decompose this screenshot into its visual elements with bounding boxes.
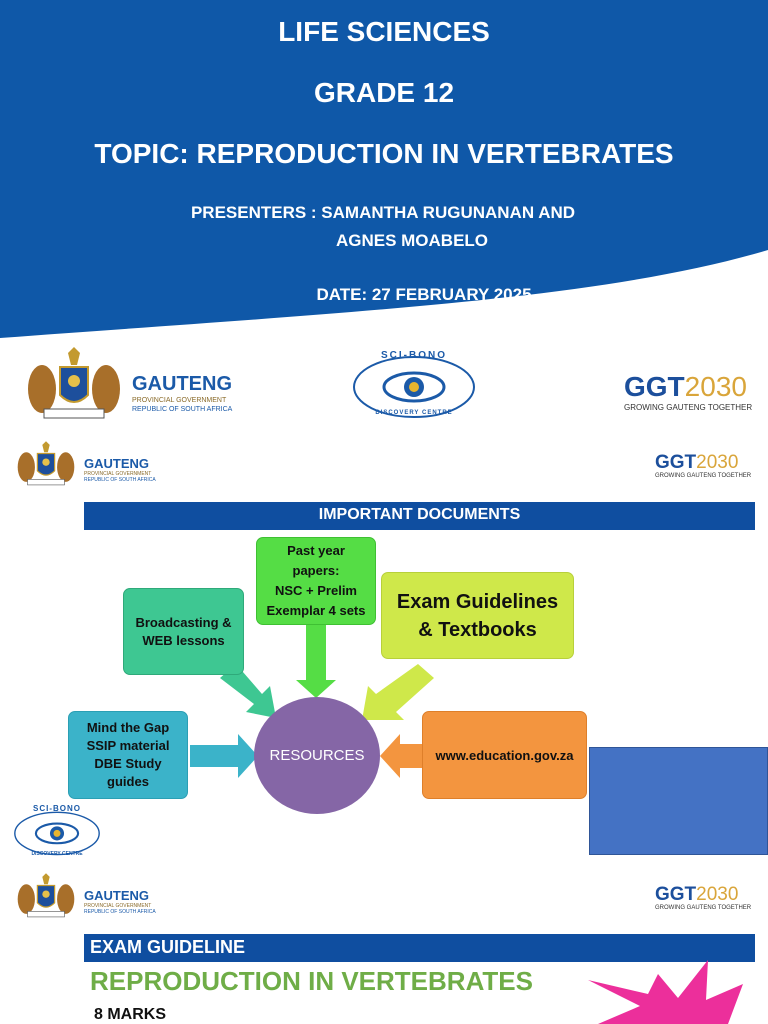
topic-title: TOPIC: REPRODUCTION IN VERTEBRATES xyxy=(94,138,674,169)
ggt2030-logo: GGT2030 GROWING GAUTENG TOGETHER xyxy=(624,372,764,418)
ggt2030-logo-small: GGT2030 GROWING GAUTENG TOGETHER xyxy=(655,885,765,917)
arrow-past-papers xyxy=(296,623,336,698)
ggt-year: 2030 xyxy=(684,371,747,402)
ggt-wordmark: GGT xyxy=(655,452,697,473)
gauteng-logo-small: GAUTENG PROVINCIAL GOVERNMENT REPUBLIC O… xyxy=(14,440,174,488)
presenters-line-2: AGNES MOABELO xyxy=(335,231,489,250)
reproduction-title: REPRODUCTION IN VERTEBRATES xyxy=(90,966,533,996)
marks-label: 8 MARKS xyxy=(94,1006,167,1023)
resources-hub: RESOURCES xyxy=(254,697,380,814)
mind-the-gap-line-2: SSIP material xyxy=(86,738,170,753)
scibono-wordmark: SCI-BONO xyxy=(381,350,447,361)
coat-of-arms-icon xyxy=(28,347,120,419)
ggt-tagline: GROWING GAUTENG TOGETHER xyxy=(655,905,752,911)
past-papers-box: Past year papers: NSC + Prelim Exemplar … xyxy=(256,537,376,625)
exam-guideline-label: EXAM GUIDELINE xyxy=(90,937,246,957)
gauteng-subtitle-1: PROVINCIAL GOVERNMENT xyxy=(132,397,227,404)
course-title: LIFE SCIENCES xyxy=(278,16,490,47)
exam-guidelines-line-2: & Textbooks xyxy=(418,618,537,641)
mind-the-gap-line-4: guides xyxy=(107,774,149,789)
past-papers-line-4: Exemplar 4 sets xyxy=(266,603,366,618)
gauteng-subtitle-2: REPUBLIC OF SOUTH AFRICA xyxy=(132,406,233,413)
important-documents-heading: IMPORTANT DOCUMENTS xyxy=(84,502,755,530)
scibono-logo: SCI-BONO DISCOVERY CENTRE xyxy=(350,350,478,420)
coat-of-arms-icon xyxy=(17,873,75,918)
gauteng-wordmark: GAUTENG xyxy=(84,888,149,903)
gauteng-wordmark: GAUTENG xyxy=(84,456,149,471)
ggt-year: 2030 xyxy=(696,452,739,473)
ggt-wordmark: GGT xyxy=(624,371,685,402)
gauteng-logo: GAUTENG PROVINCIAL GOVERNMENT REPUBLIC O… xyxy=(22,347,242,422)
mind-the-gap-line-1: Mind the Gap xyxy=(86,720,170,735)
website-box: www.education.gov.za xyxy=(422,711,587,799)
scibono-subtitle: DISCOVERY CENTRE xyxy=(375,410,453,416)
ggt-year: 2030 xyxy=(696,884,739,905)
past-papers-line-2: papers: xyxy=(292,563,340,578)
gauteng-logo-small: GAUTENG PROVINCIAL GOVERNMENT REPUBLIC O… xyxy=(14,872,174,920)
mind-the-gap-box: Mind the Gap SSIP material DBE Study gui… xyxy=(68,711,188,799)
arrow-mind-the-gap xyxy=(190,734,258,778)
blue-rectangle xyxy=(589,747,768,855)
scibono-subtitle: DISCOVERY CENTRE xyxy=(31,851,83,857)
broadcasting-box: Broadcasting & WEB lessons xyxy=(123,588,244,675)
coat-of-arms-icon xyxy=(17,441,75,486)
exam-guideline-heading: EXAM GUIDELINE xyxy=(84,934,755,962)
broadcasting-line-2: WEB lessons xyxy=(142,632,225,648)
gauteng-subtitle-2: REPUBLIC OF SOUTH AFRICA xyxy=(84,477,156,483)
ggt-wordmark: GGT xyxy=(655,884,697,905)
mind-the-gap-line-3: DBE Study xyxy=(94,756,162,771)
exam-guidelines-line-1: Exam Guidelines xyxy=(396,590,559,613)
important-documents-label: IMPORTANT DOCUMENTS xyxy=(318,506,521,523)
starburst-shape xyxy=(588,960,743,1024)
broadcasting-line-1: Broadcasting & xyxy=(135,614,232,630)
arrow-exam-guidelines xyxy=(362,664,434,720)
resources-label: RESOURCES xyxy=(269,747,365,764)
presentation-date: DATE: 27 FEBRUARY 2025 xyxy=(316,285,532,304)
gauteng-subtitle-2: REPUBLIC OF SOUTH AFRICA xyxy=(84,909,156,915)
scibono-logo-small: SCI-BONO DISCOVERY CENTRE xyxy=(12,804,102,860)
gauteng-wordmark: GAUTENG xyxy=(132,373,232,395)
ggt-tagline: GROWING GAUTENG TOGETHER xyxy=(624,403,753,412)
website-link[interactable]: www.education.gov.za xyxy=(435,747,574,763)
scibono-wordmark: SCI-BONO xyxy=(33,804,81,813)
grade-label: GRADE 12 xyxy=(313,77,455,108)
past-papers-line-3: NSC + Prelim xyxy=(274,583,357,598)
exam-guidelines-box: Exam Guidelines & Textbooks xyxy=(381,572,574,659)
presenters-line-1: PRESENTERS : SAMANTHA RUGUNANAN AND xyxy=(190,203,576,222)
eye-icon xyxy=(14,811,100,856)
arrow-website xyxy=(380,734,422,778)
gauteng-subtitle-1: PROVINCIAL GOVERNMENT xyxy=(84,471,152,477)
past-papers-line-1: Past year xyxy=(287,543,345,558)
gauteng-subtitle-1: PROVINCIAL GOVERNMENT xyxy=(84,903,152,909)
ggt-tagline: GROWING GAUTENG TOGETHER xyxy=(655,473,752,479)
ggt2030-logo-small: GGT2030 GROWING GAUTENG TOGETHER xyxy=(655,453,765,485)
title-banner xyxy=(0,0,768,338)
eye-icon xyxy=(353,356,475,418)
